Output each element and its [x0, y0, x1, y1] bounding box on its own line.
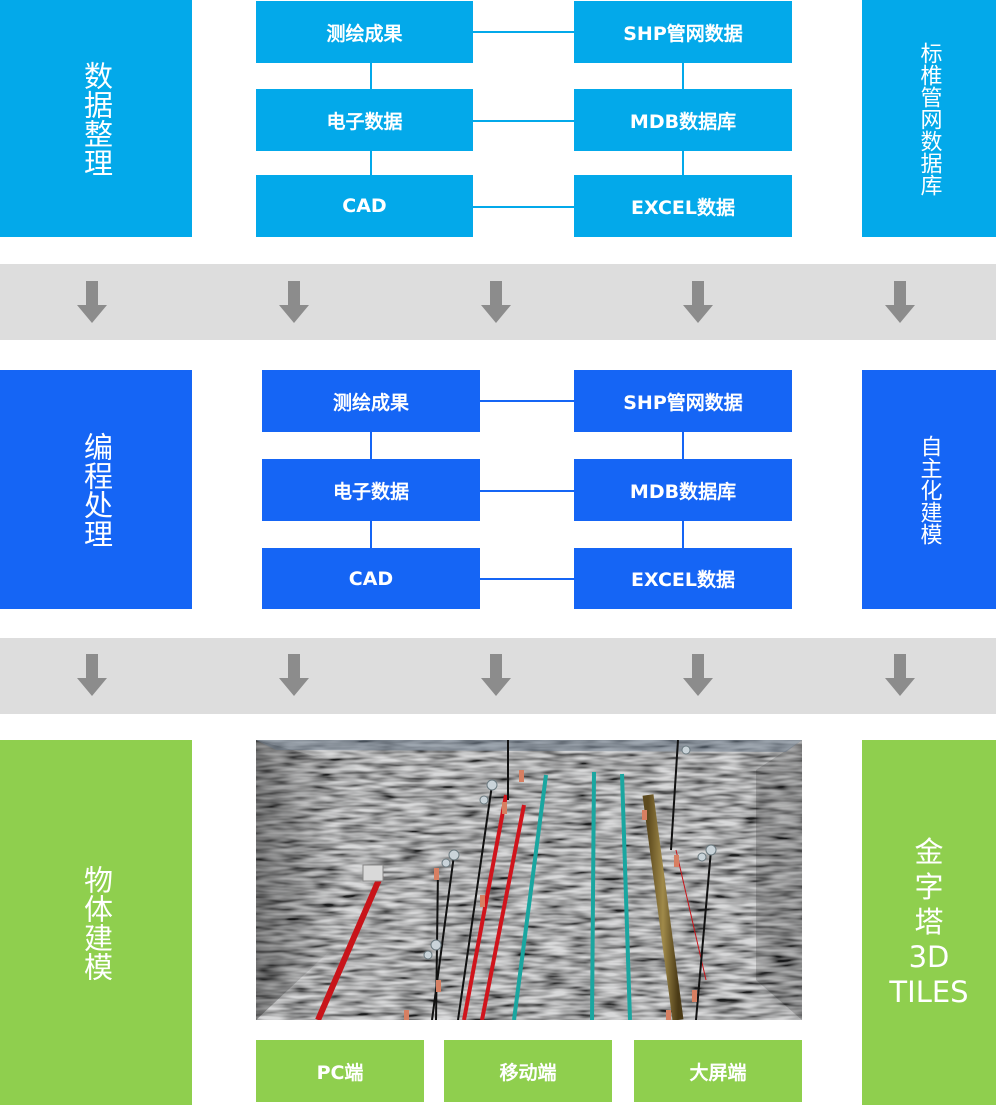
row1-node-shp: SHP管网数据: [574, 1, 792, 63]
node-label: 电子数据: [326, 110, 403, 133]
down-arrow-icon: [683, 281, 713, 323]
row2-right-label: 自主化建模: [916, 434, 942, 545]
row1-connector: [370, 151, 372, 175]
row1-node-survey: 测绘成果: [256, 1, 473, 63]
row3-left-stage: 物体建模: [0, 740, 192, 1105]
node-label: 测绘成果: [332, 391, 409, 414]
row2-connector: [370, 432, 372, 459]
row1-right-stage: 标椎管网数据库: [862, 0, 996, 237]
row1-connector: [473, 120, 574, 122]
row3-right-label-line: 金: [914, 835, 944, 869]
row3-right-label-line: 字: [914, 870, 944, 904]
node-label: EXCEL数据: [631, 196, 735, 219]
down-arrow-icon: [77, 654, 107, 696]
row2-node-shp: SHP管网数据: [574, 370, 792, 432]
row1-connector: [473, 206, 574, 208]
row2-node-electronic: 电子数据: [262, 459, 480, 521]
down-arrow-icon: [481, 281, 511, 323]
node-label: SHP管网数据: [623, 22, 743, 45]
row3-right-label-line: TILES: [889, 975, 969, 1009]
node-label: 电子数据: [332, 480, 409, 503]
row1-left-stage: 数据整理: [0, 0, 192, 237]
output-bigscreen-button: 大屏端: [634, 1040, 802, 1102]
down-arrow-icon: [279, 654, 309, 696]
node-label: SHP管网数据: [623, 391, 743, 414]
row3-left-label: 物体建模: [79, 864, 114, 981]
row3-right-label-line: 塔: [914, 905, 944, 939]
row2-node-mdb: MDB数据库: [574, 459, 792, 521]
row2-connector: [370, 521, 372, 548]
row3-right-label-line: 3D: [908, 940, 950, 974]
row1-connector: [682, 63, 684, 89]
node-label: EXCEL数据: [631, 569, 735, 591]
pipeline-3d-model-render: [256, 740, 802, 1020]
row2-connector: [682, 432, 684, 459]
row1-node-electronic: 电子数据: [256, 89, 473, 151]
output-mobile-button: 移动端: [444, 1040, 612, 1102]
down-arrow-icon: [885, 281, 915, 323]
row1-node-excel: EXCEL数据: [574, 175, 792, 237]
row1-node-mdb: MDB数据库: [574, 89, 792, 151]
node-label: MDB数据库: [629, 110, 737, 133]
row1-node-cad: CAD: [256, 175, 473, 237]
row2-right-stage: 自主化建模: [862, 370, 996, 609]
node-label: MDB数据库: [629, 480, 737, 503]
row1-connector: [682, 151, 684, 175]
row2-left-label: 编程处理: [79, 431, 114, 548]
node-label: 测绘成果: [326, 22, 403, 45]
row2-node-excel: EXCEL数据: [574, 548, 792, 609]
row2-connector: [480, 400, 574, 402]
down-arrow-icon: [885, 654, 915, 696]
row1-connector: [473, 31, 574, 33]
row2-node-cad: CAD: [262, 548, 480, 609]
output-label: PC端: [316, 1061, 364, 1084]
down-arrow-icon: [279, 281, 309, 323]
row1-connector: [370, 63, 372, 89]
output-label: 大屏端: [689, 1061, 747, 1084]
row2-connector: [480, 490, 574, 492]
output-label: 移动端: [499, 1061, 557, 1084]
row2-connector: [682, 521, 684, 548]
down-arrow-icon: [481, 654, 511, 696]
row2-connector: [480, 578, 574, 580]
row3-right-stage: 金 字 塔 3D TILES: [862, 740, 996, 1105]
node-label: CAD: [348, 567, 394, 590]
output-pc-button: PC端: [256, 1040, 424, 1102]
down-arrow-icon: [77, 281, 107, 323]
row2-left-stage: 编程处理: [0, 370, 192, 609]
row2-node-survey: 测绘成果: [262, 370, 480, 432]
row1-right-label: 标椎管网数据库: [916, 41, 942, 196]
row1-left-label: 数据整理: [79, 60, 114, 177]
node-label: CAD: [342, 195, 387, 217]
down-arrow-icon: [683, 654, 713, 696]
